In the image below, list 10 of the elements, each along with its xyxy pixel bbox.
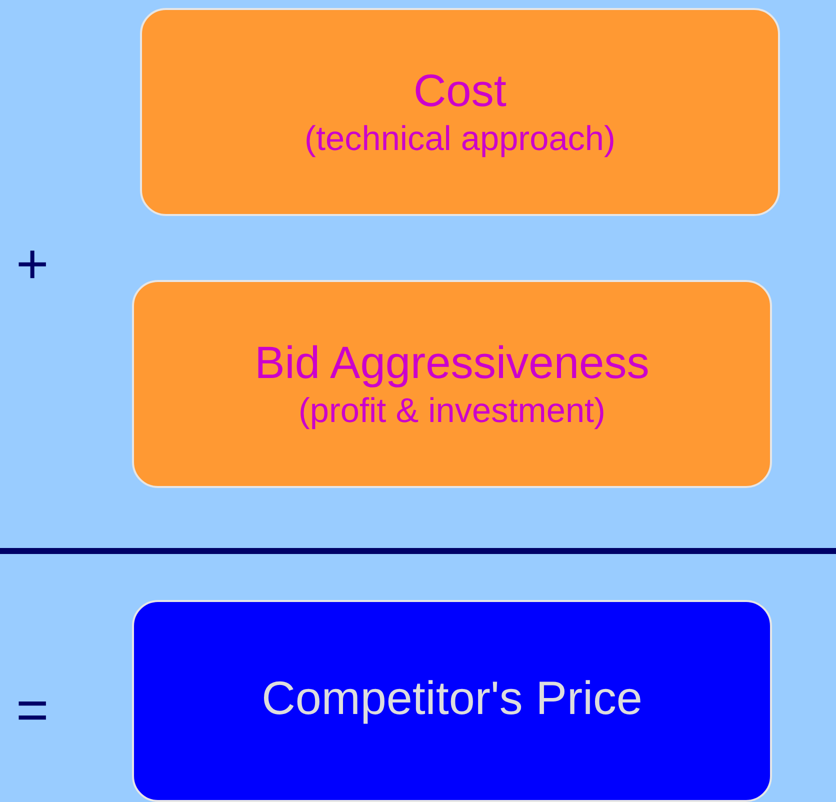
term-box <box>140 8 780 216</box>
term-heading: Cost <box>413 64 506 118</box>
result-text: Competitor's Price <box>262 671 642 726</box>
term-subtitle: (profit & investment) <box>298 390 606 432</box>
equals-sign: = <box>16 682 49 738</box>
result-box <box>132 600 772 802</box>
term-box <box>132 280 772 488</box>
term-heading: Bid Aggressiveness <box>254 336 650 390</box>
plus-sign: + <box>16 236 49 292</box>
term-subtitle: (technical approach) <box>304 118 616 160</box>
